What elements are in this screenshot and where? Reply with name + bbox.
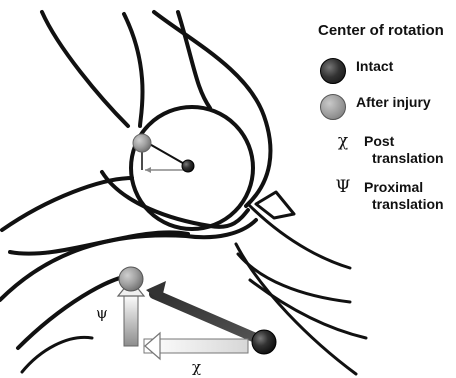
- legend-label-post-line-1: Post: [364, 133, 456, 150]
- diagram-psi-label: ψ: [96, 304, 108, 322]
- legend-title: Center of rotation: [318, 22, 444, 39]
- outer-curve-left: [42, 12, 128, 126]
- legend-item-post-translation: χ Post translation: [332, 133, 456, 167]
- legend-label-after-injury: After injury: [356, 94, 431, 111]
- after-injury-center-small: [133, 134, 151, 152]
- legend-item-after-injury: After injury: [320, 94, 431, 120]
- legend-item-proximal-translation: Ψ Proximal translation: [332, 179, 456, 213]
- legend-label-post-line-2: translation: [372, 150, 456, 167]
- intact-center-small: [182, 160, 194, 172]
- horizontal-arrowhead: [145, 333, 160, 359]
- femoral-neck: [178, 12, 210, 108]
- outer-curve-right: [124, 14, 143, 126]
- vertical-translation-bar: [124, 294, 138, 346]
- small-horizontal-arrowhead: [145, 167, 151, 173]
- bone-outlines: [0, 12, 366, 374]
- legend-label-post-translation: Post translation: [364, 133, 456, 167]
- small-fragment: [256, 192, 294, 218]
- psi-symbol-icon: Ψ: [332, 179, 354, 196]
- legend-label-proximal-line-2: translation: [372, 196, 456, 213]
- legend-label-intact: Intact: [356, 58, 393, 75]
- intact-center-large: [252, 330, 276, 354]
- legend-label-proximal-translation: Proximal translation: [364, 179, 456, 213]
- legend-label-proximal-line-1: Proximal: [364, 179, 456, 196]
- diagram-chi-label: χ: [192, 358, 201, 376]
- center-shift-detail: [133, 134, 194, 173]
- small-diagonal-line: [146, 142, 188, 166]
- chi-symbol-icon: χ: [332, 133, 354, 150]
- inner-small-curve: [22, 337, 92, 372]
- intact-sphere-icon: [320, 58, 346, 84]
- diagonal-translation-arrow: [154, 294, 265, 342]
- right-bone-edge: [248, 204, 350, 268]
- after-injury-sphere-icon: [320, 94, 346, 120]
- legend-item-intact: Intact: [320, 58, 393, 84]
- after-injury-center-large: [119, 267, 143, 291]
